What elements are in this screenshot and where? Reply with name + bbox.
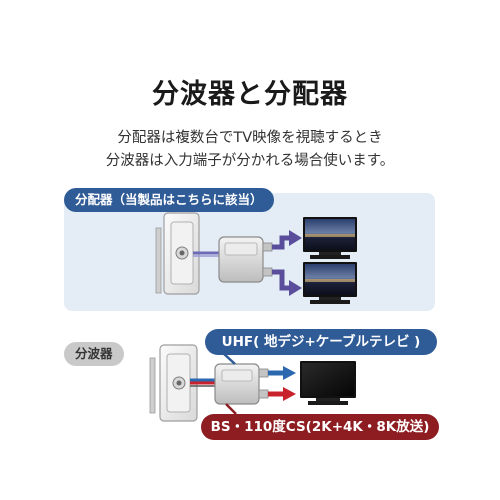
tv-top-2 xyxy=(303,262,357,304)
arrow-to-tv-1 xyxy=(272,230,302,250)
description-line-1: 分配器は複数台でTV映像を視聴するとき xyxy=(117,130,383,146)
separator-device xyxy=(214,363,269,405)
splitter-device xyxy=(218,236,273,283)
bs-arrow xyxy=(268,387,296,401)
tv-top-1 xyxy=(303,217,357,259)
wall-outlet-top xyxy=(155,212,200,295)
cable-top xyxy=(193,251,220,257)
uhf-badge: UHF( 地デジ+ケーブルテレビ ) xyxy=(205,329,437,355)
uhf-arrow xyxy=(268,366,296,380)
arrow-to-tv-2 xyxy=(272,269,302,296)
bs-badge: BS・110度CS(2K+4K・8K放送) xyxy=(201,414,439,440)
description-line-2: 分波器は入力端子が分かれる場合使います。 xyxy=(105,153,395,169)
splitter-label: 分配器（当製品はこちらに該当） xyxy=(64,188,274,212)
description: 分配器は複数台でTV映像を視聴するとき 分波器は入力端子が分かれる場合使います。 xyxy=(0,127,500,173)
separator-label: 分波器 xyxy=(64,342,124,366)
page-title: 分波器と分配器 xyxy=(152,79,348,110)
wall-outlet-bottom xyxy=(149,344,198,422)
bs-connector xyxy=(225,403,237,415)
tv-bottom xyxy=(300,361,356,405)
cable-bottom xyxy=(190,378,216,387)
